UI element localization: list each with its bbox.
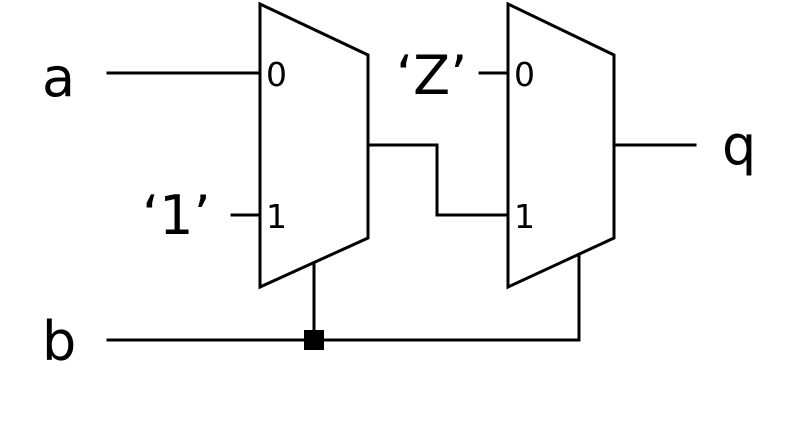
signal-q-label: q <box>722 114 756 177</box>
mux-2 <box>506 1 616 290</box>
const-z-label: ‘Z’ <box>396 44 467 107</box>
mux-1 <box>258 1 370 290</box>
mux2-input1-label: 1 <box>514 197 535 236</box>
junction-dot <box>304 330 324 350</box>
mux1-input0-label: 0 <box>266 55 287 94</box>
const-one-label: ‘1’ <box>142 184 211 247</box>
mux1-input1-label: 1 <box>266 197 287 236</box>
mux2-input0-label: 0 <box>514 55 535 94</box>
wire-mux1-to-mux2 <box>366 143 510 217</box>
signal-b-label: b <box>42 310 76 373</box>
signal-a-label: a <box>42 46 75 109</box>
